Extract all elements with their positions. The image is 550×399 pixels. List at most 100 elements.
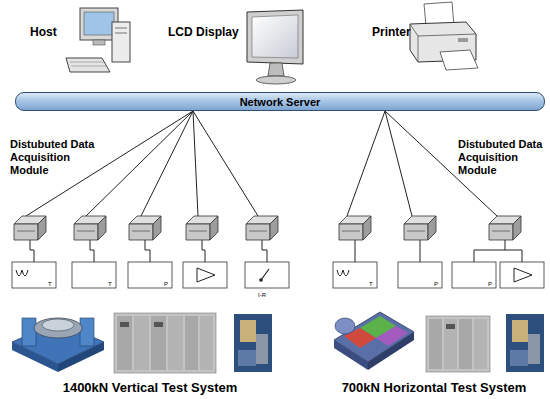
network-wire <box>385 111 497 216</box>
acquisition-module-icon <box>129 216 161 240</box>
node-text: Host <box>30 25 57 39</box>
sensor-box <box>514 268 532 282</box>
acquisition-module-icon <box>342 231 360 232</box>
control-cabinets-photo <box>426 316 490 372</box>
acquisition-module-icon <box>492 231 510 232</box>
node-text: Network Server <box>240 96 321 108</box>
acquisition-module-icon <box>246 224 270 240</box>
channel-letter: I-R <box>258 292 278 299</box>
acquisition-module-icon <box>153 216 161 240</box>
acquisition-module-icon <box>249 231 267 232</box>
channel-letter: T <box>48 281 56 288</box>
sensor-box <box>245 262 289 288</box>
printer-icon <box>440 50 478 70</box>
sensor-box <box>12 262 56 288</box>
sensor-wire <box>474 240 505 262</box>
vertical-machine-illustration <box>34 318 82 338</box>
control-cabinets-photo <box>444 319 457 369</box>
equipment-photo <box>240 320 256 342</box>
equipment-photo <box>238 350 256 366</box>
lcd-monitor-icon <box>268 63 284 76</box>
sensor-box <box>72 262 116 288</box>
printer-icon <box>418 36 419 62</box>
sensor-wire <box>30 240 34 262</box>
acquisition-module-icon <box>404 224 428 240</box>
network-wire <box>347 111 385 216</box>
equipment-photo <box>512 320 528 342</box>
printer-icon <box>410 2 478 70</box>
acquisition-module-icon <box>98 216 106 240</box>
control-cabinets-photo <box>134 316 149 370</box>
network-wire <box>26 111 193 216</box>
host-label: Host <box>30 25 57 39</box>
control-cabinets-photo <box>154 322 163 327</box>
control-cabinets-photo <box>114 313 216 373</box>
vertical-machine-illustration <box>42 319 74 331</box>
acquisition-module-icon <box>17 231 35 232</box>
acquisition-module-icon <box>489 224 513 240</box>
node-text: LCD Display <box>168 25 239 39</box>
control-cabinets-photo <box>429 319 442 369</box>
equipment-photo <box>234 314 272 372</box>
equipment-photo <box>506 314 544 372</box>
sensor-box <box>128 262 172 288</box>
acquisition-module-icon <box>129 224 153 240</box>
equipment-photo <box>528 334 540 364</box>
horizontal-machine-illustration <box>334 312 414 370</box>
printer-icon <box>410 24 418 36</box>
sensor-box <box>337 270 349 276</box>
acquisition-module-icon <box>74 224 98 240</box>
sensor-box <box>16 270 28 276</box>
network-wire <box>141 111 193 216</box>
channel-letter: P <box>488 281 496 288</box>
acquisition-module-icon <box>407 231 425 232</box>
network-wire <box>86 111 193 216</box>
sensor-box <box>72 262 116 288</box>
network-wire <box>193 111 258 216</box>
acquisition-module-icon <box>210 216 218 240</box>
host-computer-icon <box>70 62 104 63</box>
acquisition-module-icon <box>404 216 436 240</box>
control-cabinets-photo <box>200 316 213 370</box>
printer-icon <box>418 34 476 36</box>
vertical-machine-illustration <box>22 318 36 346</box>
channel-letter: P <box>164 281 172 288</box>
acquisition-module-icon <box>363 216 371 240</box>
lcd-monitor-icon <box>247 10 303 64</box>
sensor-box <box>261 269 269 280</box>
horizontal-machine-illustration <box>335 318 355 334</box>
host-computer-icon <box>71 66 106 67</box>
sensor-box <box>245 262 289 288</box>
acquisition-module-icon <box>339 216 371 240</box>
acquisition-module-icon <box>513 216 521 240</box>
sensor-box <box>500 262 544 288</box>
host-computer-icon <box>93 40 105 45</box>
network-server-bar: Network Server <box>15 92 545 111</box>
host-computer-icon <box>66 8 130 72</box>
sensor-wire <box>202 240 205 262</box>
sensor-wire <box>355 240 356 262</box>
control-cabinets-photo <box>474 319 487 369</box>
vertical-machine-illustration <box>80 318 94 346</box>
lcd-monitor-icon <box>247 10 303 84</box>
sensor-wire <box>90 240 94 262</box>
vertical-machine-illustration <box>58 342 104 372</box>
node-text: Printer <box>372 25 411 39</box>
control-cabinets-photo <box>446 324 455 329</box>
sensor-box <box>197 268 215 282</box>
sensor-box <box>183 262 227 288</box>
system-caption: 1400kN Vertical Test System <box>10 380 290 396</box>
acquisition-module-icon <box>77 231 95 232</box>
sensor-wire <box>505 250 522 262</box>
host-computer-icon <box>115 28 127 29</box>
equipment-photo <box>510 350 528 366</box>
lcd-display-label: LCD Display <box>168 25 239 39</box>
acquisition-module-icon <box>270 216 278 240</box>
control-cabinets-photo <box>459 319 472 369</box>
sensor-box <box>452 262 496 288</box>
lcd-monitor-icon <box>252 15 298 58</box>
control-cabinets-photo <box>114 313 216 373</box>
acquisition-module-icon <box>339 224 363 240</box>
acquisition-module-icon <box>14 224 38 240</box>
